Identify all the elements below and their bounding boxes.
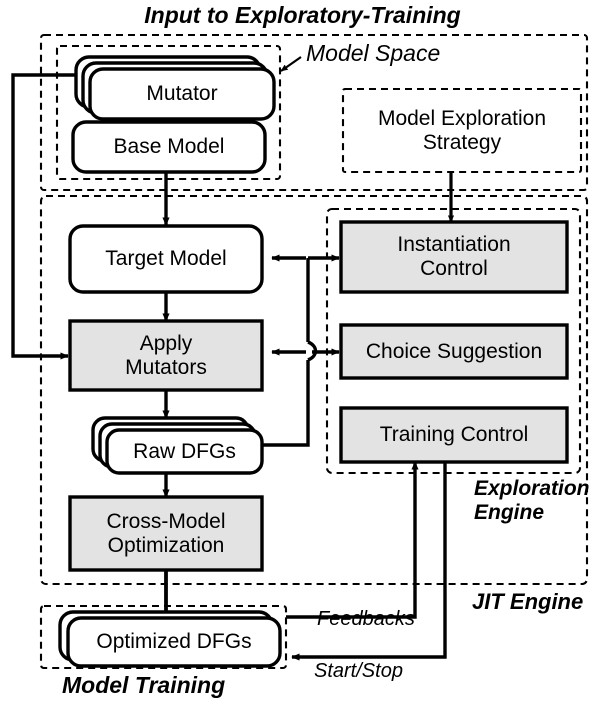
group-model-training [39, 604, 288, 670]
node-training-control [339, 406, 569, 464]
group-input-to-exploratory-training [39, 33, 589, 192]
group-label-model-training: Model Training [62, 672, 226, 698]
node-target-model [68, 224, 264, 294]
node-base-model [71, 120, 267, 174]
node-optimized-dfgs [58, 610, 282, 668]
edge-mutator-to-apply-mutators [11, 73, 82, 360]
node-instantiation-control [339, 220, 569, 294]
edge-feedbacks [286, 461, 419, 619]
node-cross-model-optimization [68, 495, 264, 572]
group-label-model-space: Model Space [306, 40, 441, 66]
edge-label-feedbacks: Feedbacks [317, 608, 415, 630]
model-space-callout-leader [280, 56, 302, 72]
edge-start-stop [291, 458, 447, 661]
node-model-exploration-strategy [341, 87, 583, 174]
group-jit-engine [39, 194, 589, 586]
node-choice-suggestion [339, 323, 569, 380]
group-label-exploration-engine: Exploration Engine [474, 477, 590, 525]
node-raw-dfgs [91, 416, 264, 475]
edge-label-start-stop: Start/Stop [314, 660, 403, 682]
node-mutator [74, 55, 276, 121]
group-label-jit-engine: JIT Engine [472, 589, 584, 614]
node-apply-mutators [68, 319, 264, 392]
group-model-space [55, 44, 282, 181]
page-title: Input to Exploratory-Training [144, 2, 461, 28]
